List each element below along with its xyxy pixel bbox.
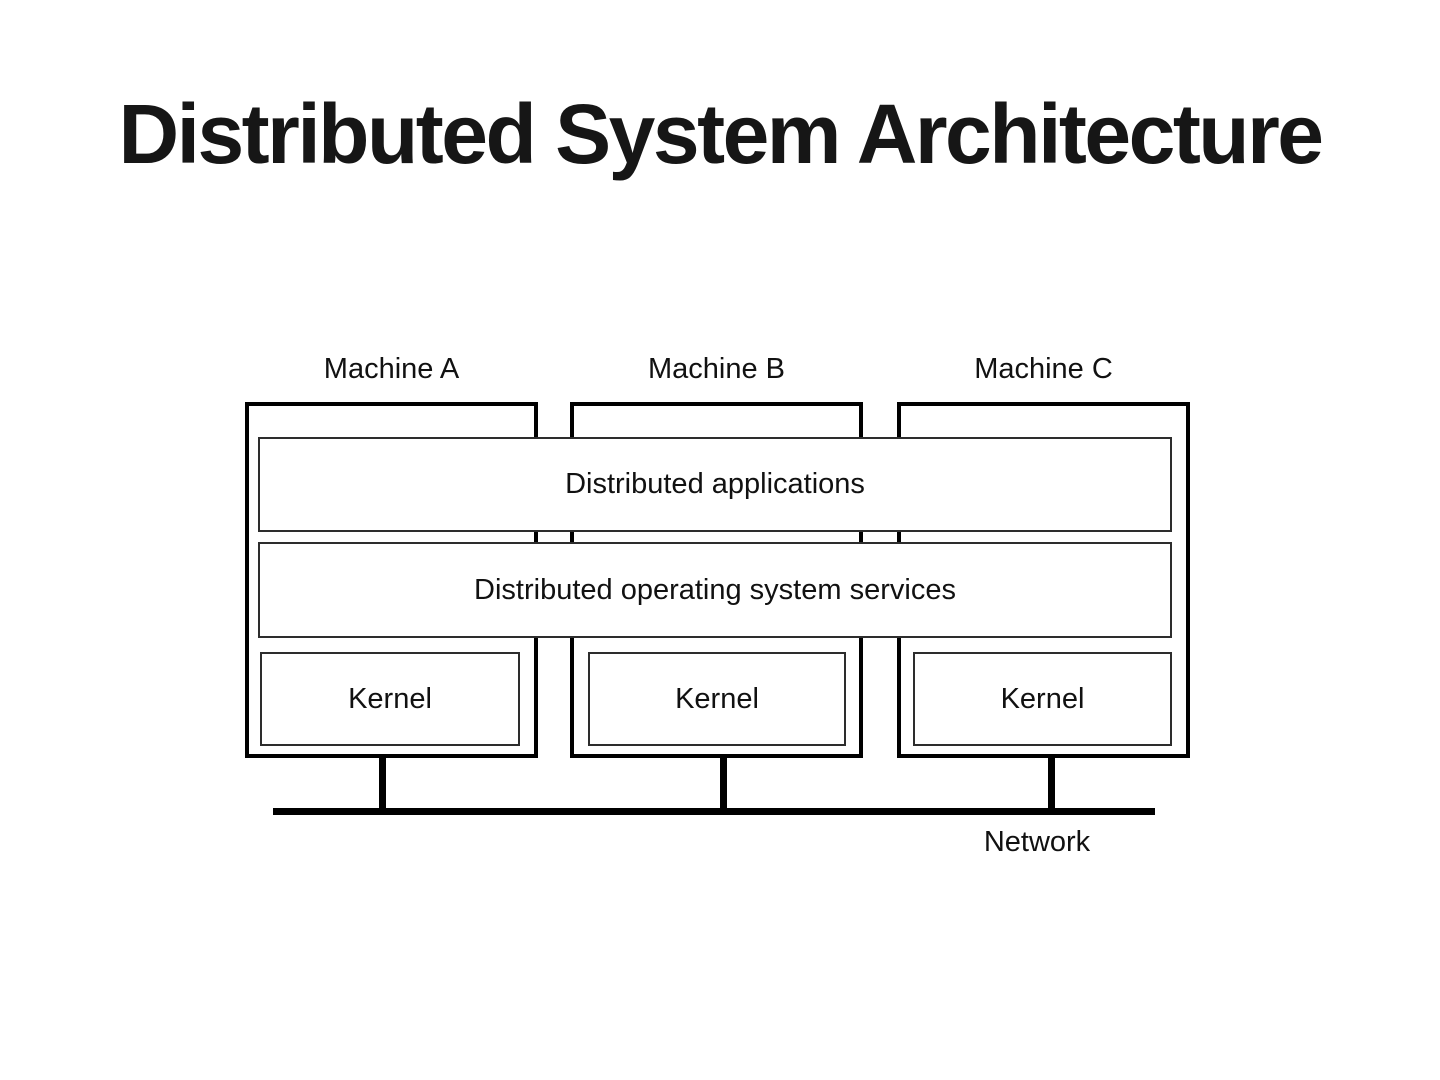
network-label: Network — [983, 826, 1091, 858]
kernel-a-label: Kernel — [348, 682, 432, 715]
machine-a-network-connector — [379, 754, 386, 812]
kernel-c-label: Kernel — [1000, 682, 1085, 715]
network-bus-line — [273, 808, 1155, 815]
machine-c-label: Machine C — [974, 353, 1113, 385]
slide-title: Distributed System Architecture — [118, 87, 1324, 181]
machine-c-network-connector — [1048, 754, 1055, 812]
distributed-os-services-layer-label: Distributed operating system services — [474, 573, 956, 606]
distributed-applications-layer-box: Distributed applications — [258, 437, 1172, 532]
machine-b-network-connector — [720, 754, 727, 812]
machine-b-label: Machine B — [647, 353, 785, 385]
machine-a-label: Machine A — [323, 353, 460, 385]
kernel-c-box: Kernel — [913, 652, 1172, 746]
distributed-os-services-layer-box: Distributed operating system services — [258, 542, 1172, 638]
kernel-a-box: Kernel — [260, 652, 520, 746]
kernel-b-box: Kernel — [588, 652, 846, 746]
kernel-b-label: Kernel — [675, 682, 759, 715]
distributed-applications-layer-label: Distributed applications — [565, 468, 865, 500]
